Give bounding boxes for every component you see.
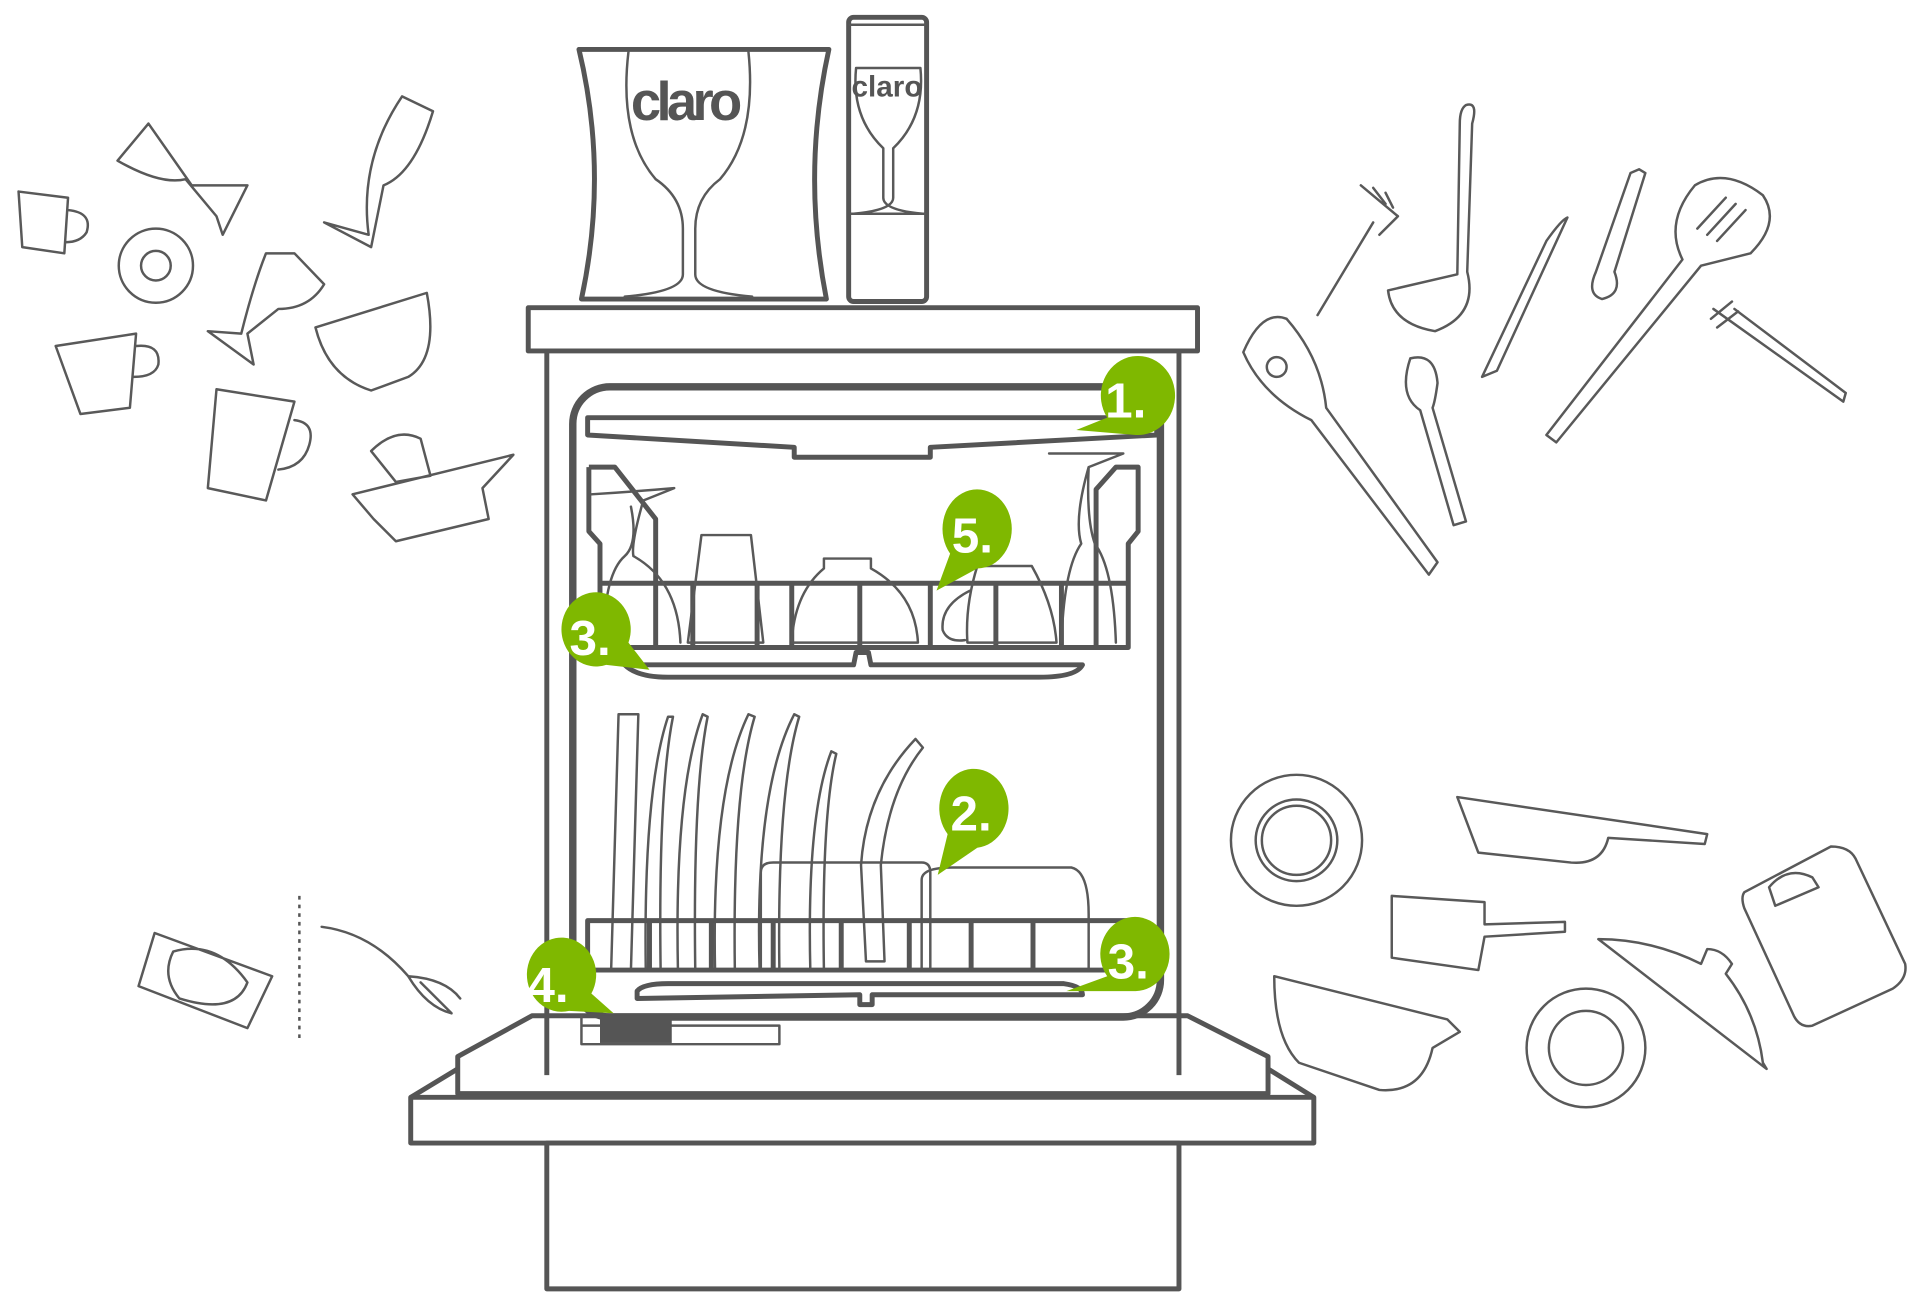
lower-rack bbox=[585, 713, 1135, 1008]
marker-1[interactable]: 1. bbox=[1076, 355, 1176, 436]
claro-tube: claro bbox=[846, 14, 930, 304]
marker-4[interactable]: 4. bbox=[526, 937, 614, 1014]
dishwasher-door bbox=[408, 1013, 1317, 1292]
marker-3-upper-label: 3. bbox=[569, 611, 610, 666]
marker-3-lower-label: 3. bbox=[1108, 935, 1149, 990]
claro-tube-logo: claro bbox=[852, 70, 923, 103]
upper-rack bbox=[586, 452, 1141, 680]
detergent-dispenser bbox=[600, 1015, 672, 1043]
marker-3-lower[interactable]: 3. bbox=[1066, 916, 1170, 992]
marker-2-label: 2. bbox=[951, 786, 992, 841]
marker-2[interactable]: 2. bbox=[937, 768, 1009, 875]
marker-1-label: 1. bbox=[1105, 374, 1146, 429]
marker-4-label: 4. bbox=[527, 958, 568, 1013]
plates-and-cookware bbox=[1229, 773, 1907, 1109]
detergent-pouch-and-spoon bbox=[137, 895, 462, 1041]
dishwasher bbox=[408, 305, 1317, 1292]
glassware-and-cups bbox=[17, 95, 515, 543]
marker-5-label: 5. bbox=[952, 508, 993, 563]
claro-box: claro bbox=[576, 46, 832, 302]
cutlery-and-utensils bbox=[1242, 103, 1848, 576]
claro-box-logo: claro bbox=[631, 71, 742, 132]
marker-3-upper[interactable]: 3. bbox=[561, 592, 650, 670]
marker-5[interactable]: 5. bbox=[936, 489, 1012, 591]
